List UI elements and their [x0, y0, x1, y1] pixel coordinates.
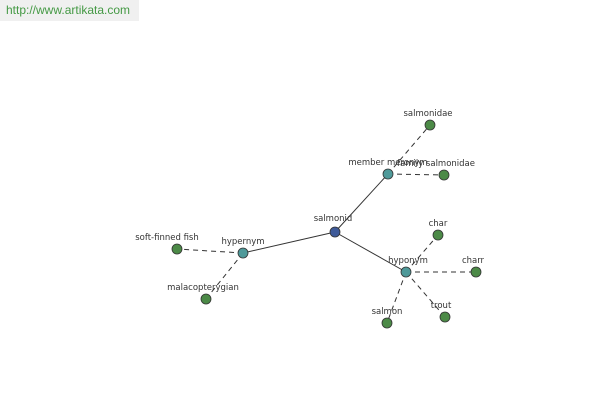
term-label-salmonidae[interactable]: salmonidae — [403, 109, 452, 119]
term-node-charr[interactable] — [470, 266, 482, 278]
edge-hyponym-char — [405, 234, 439, 273]
edges-layer — [176, 124, 476, 324]
center-node-salmonid[interactable] — [329, 226, 341, 238]
term-node-char[interactable] — [432, 229, 444, 241]
term-node-salmonidae[interactable] — [424, 119, 436, 131]
edge-center-hypernym — [242, 231, 336, 254]
edge-hypernym-malacopterygian — [205, 252, 244, 300]
labels-layer: salmonid hypernym soft-finned fish malacopt… — [135, 109, 484, 317]
edge-member-meronym-family-salmonidae — [387, 173, 445, 176]
center-label-salmonid[interactable]: salmonid — [314, 214, 353, 224]
edge-member-meronym-salmonidae — [387, 124, 431, 175]
term-node-family-salmonidae[interactable] — [438, 169, 450, 181]
term-node-soft-finned-fish[interactable] — [171, 243, 183, 255]
term-label-family-salmonidae[interactable]: family salmonidae — [397, 159, 475, 169]
term-node-salmon[interactable] — [381, 317, 393, 329]
term-label-salmon[interactable]: salmon — [372, 307, 403, 317]
term-node-malacopterygian[interactable] — [200, 293, 212, 305]
edge-center-hyponym — [334, 231, 407, 273]
site-banner: http://www.artikata.com — [0, 0, 139, 21]
edge-hypernym-soft-finned-fish — [176, 248, 244, 254]
edge-hyponym-salmon — [386, 271, 407, 324]
nodes-layer — [171, 119, 482, 329]
site-url-link[interactable]: http://www.artikata.com — [6, 3, 131, 17]
term-label-trout[interactable]: trout — [431, 301, 452, 311]
term-label-charr[interactable]: charr — [462, 256, 485, 266]
relation-label-hypernym[interactable]: hypernym — [221, 237, 264, 247]
relation-label-hyponym[interactable]: hyponym — [388, 256, 428, 266]
relation-node-hyponym[interactable] — [400, 266, 412, 278]
term-node-trout[interactable] — [439, 311, 451, 323]
relation-node-hypernym[interactable] — [237, 247, 249, 259]
term-label-soft-finned-fish[interactable]: soft-finned fish — [135, 233, 199, 243]
edge-center-member-meronym — [334, 173, 389, 233]
term-label-char[interactable]: char — [429, 219, 448, 229]
relation-label-member-meronym[interactable]: member meronym — [348, 158, 427, 168]
term-label-malacopterygian[interactable]: malacopterygian — [167, 283, 239, 293]
edge-hyponym-trout — [405, 271, 446, 318]
relation-node-member-meronym[interactable] — [382, 168, 394, 180]
